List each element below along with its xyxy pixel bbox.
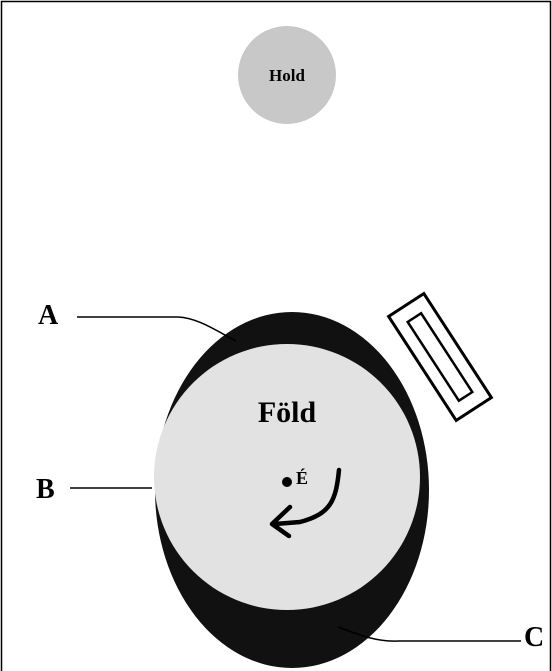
label-c-group: C	[337, 622, 544, 653]
moon: Hold	[238, 26, 336, 124]
label-a-group: A	[38, 300, 237, 342]
label-c-leader	[337, 626, 521, 642]
moon-circle	[238, 26, 336, 124]
curved-arrow-icon	[269, 467, 342, 539]
label-c: C	[524, 622, 544, 653]
label-b-group: B	[36, 474, 152, 505]
label-a-leader	[77, 316, 237, 342]
label-a: A	[38, 300, 59, 331]
north-pole-label: É	[296, 467, 308, 488]
north-pole-dot	[282, 477, 292, 487]
moon-label: Hold	[269, 66, 305, 85]
satellite-icon	[386, 291, 494, 423]
label-b: B	[36, 474, 55, 505]
earth-label: Föld	[258, 396, 317, 429]
